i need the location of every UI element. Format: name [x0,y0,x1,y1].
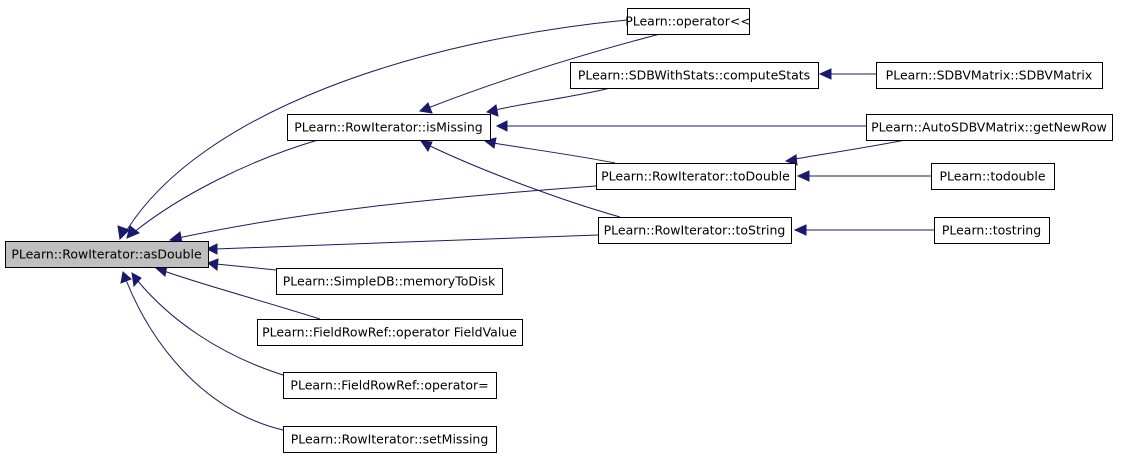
edge-line [136,279,284,376]
edge-isMissing-to-asDouble [126,139,319,239]
edge-operatorShl-to-asDouble [117,19,628,241]
node-box [276,268,503,295]
node-box [931,163,1055,190]
node-box [866,114,1113,141]
edge-line [427,33,661,109]
node-opAssign[interactable]: PLearn::FieldRowRef::operator= [283,372,497,399]
edge-arrowhead [485,104,499,117]
node-label: PLearn::RowIterator::toString [604,223,786,238]
node-todouble[interactable]: PLearn::todouble [931,163,1055,190]
edge-line [427,144,621,218]
edge-memoryToDisk-to-asDouble [207,258,277,271]
node-toDouble[interactable]: PLearn::RowIterator::toDouble [596,163,796,190]
edge-computeStats-to-isMissing [485,87,611,117]
edge-toString-to-asDouble [205,234,599,255]
node-label: PLearn::RowIterator::isMissing [294,120,482,135]
edge-arrowhead [205,243,218,255]
edge-arrowhead [796,170,810,182]
node-box [283,372,497,399]
node-label: PLearn::todouble [939,169,1045,184]
node-box [876,62,1103,89]
node-opFieldValue[interactable]: PLearn::FieldRowRef::operator FieldValue [257,319,523,346]
node-box [257,319,523,346]
edge-setMissing-to-asDouble [120,271,284,431]
node-label: PLearn::SimpleDB::memoryToDisk [283,274,496,289]
edge-line [163,270,321,320]
node-label: PLearn::RowIterator::asDouble [11,247,202,262]
edge-arrowhead [126,225,140,239]
node-sdbvMatrix[interactable]: PLearn::SDBVMatrix::SDBVMatrix [876,62,1103,89]
node-box [598,217,792,244]
node-label: PLearn::RowIterator::toDouble [601,169,790,184]
edge-line [132,139,319,234]
node-label: PLearn::SDBWithStats::computeStats [578,68,810,83]
node-memoryToDisk[interactable]: PLearn::SimpleDB::memoryToDisk [276,268,503,295]
node-label: PLearn::tostring [942,223,1041,238]
node-getNewRow[interactable]: PLearn::AutoSDBVMatrix::getNewRow [866,114,1113,141]
node-label: PLearn::SDBVMatrix::SDBVMatrix [886,68,1093,83]
edge-line [215,263,277,271]
edge-toString-to-isMissing [419,140,621,218]
edge-arrowhead [117,225,130,241]
node-label: PLearn::AutoSDBVMatrix::getNewRow [871,120,1107,135]
nodes-layer: PLearn::RowIterator::asDouble PLearn::ope… [5,8,1113,453]
edge-getNewRow-to-isMissing [495,120,866,132]
edge-arrowhead [793,224,807,236]
edge-todouble-to-toDouble [796,170,932,182]
edge-line [214,234,599,250]
node-box [287,114,491,141]
node-box [283,426,497,453]
edge-arrowhead [120,271,132,284]
edge-line [492,142,616,164]
node-box [570,62,819,89]
edge-arrowhead [418,102,433,114]
edge-tostring-to-toString [793,224,935,236]
edge-arrowhead [818,68,832,80]
node-operatorShl[interactable]: PLearn::operator<< [625,8,751,35]
node-computeStats[interactable]: PLearn::SDBWithStats::computeStats [570,62,819,89]
edge-line [177,185,597,239]
edge-toDouble-to-asDouble [168,185,597,244]
edge-line [794,139,906,160]
edge-line [125,279,284,431]
edges-layer [117,19,935,431]
edge-arrowhead [207,258,219,271]
edge-toDouble-to-isMissing [483,137,616,164]
node-label: PLearn::RowIterator::setMissing [291,432,489,447]
edge-sdbvMatrix-to-computeStats [818,68,876,80]
node-box [5,241,209,268]
node-isMissing[interactable]: PLearn::RowIterator::isMissing [287,114,491,141]
edge-opAssign-to-asDouble [131,272,284,376]
node-box [596,163,796,190]
node-asDouble[interactable]: PLearn::RowIterator::asDouble [5,241,209,268]
edge-getNewRow-to-toDouble [784,139,906,166]
node-label: PLearn::FieldRowRef::operator FieldValue [262,325,517,340]
node-tostring[interactable]: PLearn::tostring [934,217,1050,244]
node-box [934,217,1050,244]
edge-line [494,87,611,111]
edge-line [124,19,628,234]
node-setMissing[interactable]: PLearn::RowIterator::setMissing [283,426,497,453]
edge-operatorShl-to-isMissing [418,33,661,114]
node-toString[interactable]: PLearn::RowIterator::toString [598,217,792,244]
node-box [627,8,750,35]
edge-arrowhead [419,140,433,153]
edge-arrowhead [495,120,508,132]
node-label: PLearn::operator<< [625,14,751,29]
edge-arrowhead [131,272,142,288]
node-label: PLearn::FieldRowRef::operator= [290,378,488,393]
